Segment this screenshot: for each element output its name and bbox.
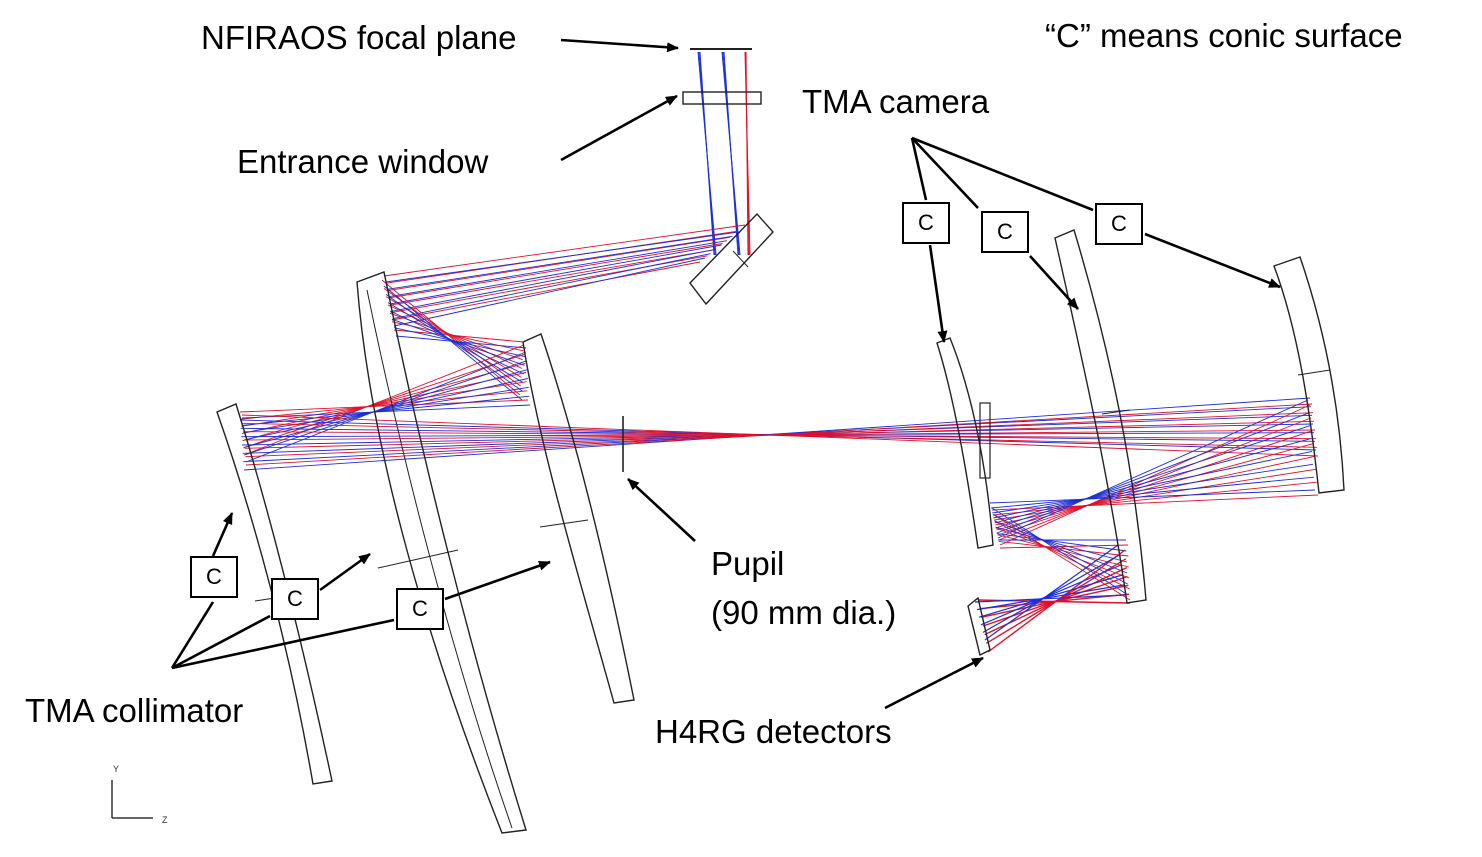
ray-line [992, 463, 1314, 514]
pupil-label: Pupil [711, 545, 785, 582]
ray-line [393, 257, 706, 327]
collimator-mirror-3 [522, 333, 635, 704]
ray-line [723, 51, 739, 256]
ray-line [996, 533, 1127, 552]
ray-line [991, 494, 1319, 511]
ray-line [989, 489, 1316, 504]
ray-line [243, 386, 529, 434]
ray-line [389, 310, 525, 375]
ray-line [993, 481, 1317, 516]
camera-mirror-1 [936, 337, 994, 549]
ray-line [995, 425, 1311, 529]
ray-line [395, 335, 527, 349]
ray-line [387, 302, 524, 384]
ray-line [391, 248, 717, 312]
ray-line [995, 455, 1315, 526]
ray-line [995, 526, 1127, 563]
ray-line [385, 293, 523, 392]
ray-line [389, 244, 722, 305]
axis-y-label: Y [113, 764, 120, 774]
h4rg-detectors-label: H4RG detectors [655, 713, 892, 750]
ray-line [387, 235, 733, 290]
axes-glyph [111, 780, 153, 819]
ray-line [383, 224, 746, 277]
ray-line [997, 399, 1309, 539]
ray-line [239, 399, 529, 413]
ray-line [243, 378, 529, 441]
ray-line [241, 404, 531, 419]
tma-camera-label: TMA camera [802, 83, 990, 120]
ray-line [994, 468, 1316, 521]
pupil-diameter-label: (90 mm dia.) [711, 594, 897, 631]
ray-line [699, 51, 715, 256]
ray-line [991, 507, 1129, 596]
ray-line [974, 594, 1126, 603]
focal-plane-label: NFIRAOS focal plane [201, 19, 517, 56]
ray-line [999, 544, 1129, 549]
ray-line [984, 544, 1119, 641]
collimator-mirror-1 [216, 403, 333, 785]
ray-line [381, 279, 521, 396]
ray-line [998, 417, 1312, 541]
ray-line [976, 584, 1124, 611]
camera-mirror-2 [1054, 229, 1147, 604]
ray-line [389, 249, 716, 306]
conic-marker-camera-3: C [1095, 203, 1143, 245]
ray-line [996, 412, 1310, 534]
tma-collimator-label: TMA collimator [25, 692, 244, 729]
ray-line [242, 362, 526, 442]
axis-z-label: Z [162, 815, 168, 825]
conic-marker-collimator-3: C [396, 588, 444, 630]
conic-note-label: “C” means conic surface [1045, 17, 1403, 54]
ray-line [391, 318, 525, 366]
ray-line [385, 231, 739, 283]
ray-line [999, 404, 1311, 546]
h4rg-detector [967, 596, 991, 657]
ray-line [386, 236, 731, 292]
ray-line [242, 395, 530, 426]
ray-line [997, 430, 1313, 536]
optical-elements [111, 48, 1345, 834]
ray-line [240, 390, 528, 420]
ray-line [993, 450, 1313, 519]
conic-marker-camera-2: C [981, 211, 1029, 253]
ray-line [245, 360, 527, 456]
ray-line [980, 564, 1122, 626]
ray-line [392, 253, 711, 320]
conic-marker-collimator-2: C [271, 578, 319, 620]
collimator-mirror-2 [356, 271, 527, 834]
ray-line [994, 520, 1128, 574]
conic-marker-collimator-1: C [190, 556, 238, 598]
fold-mirror [689, 212, 774, 306]
ray-line [383, 285, 523, 401]
ray-line [991, 476, 1315, 509]
annotation-arrows [170, 38, 1281, 710]
ray-line [745, 51, 749, 256]
conic-marker-camera-1: C [902, 202, 950, 244]
ray-line [391, 261, 701, 321]
ray-bundles [239, 51, 1319, 653]
ray-line [978, 574, 1123, 618]
entrance-window-label: Entrance window [237, 143, 489, 180]
ray-line [388, 240, 728, 298]
camera-mirror-3 [1273, 256, 1345, 494]
ray-line [992, 514, 1128, 585]
entrance-window [682, 91, 762, 105]
ray-line [245, 403, 1313, 466]
ray-line [982, 554, 1120, 633]
ray-line [994, 438, 1312, 524]
ray-line [387, 243, 723, 299]
ray-line [243, 397, 1311, 471]
ray-line [244, 369, 528, 448]
